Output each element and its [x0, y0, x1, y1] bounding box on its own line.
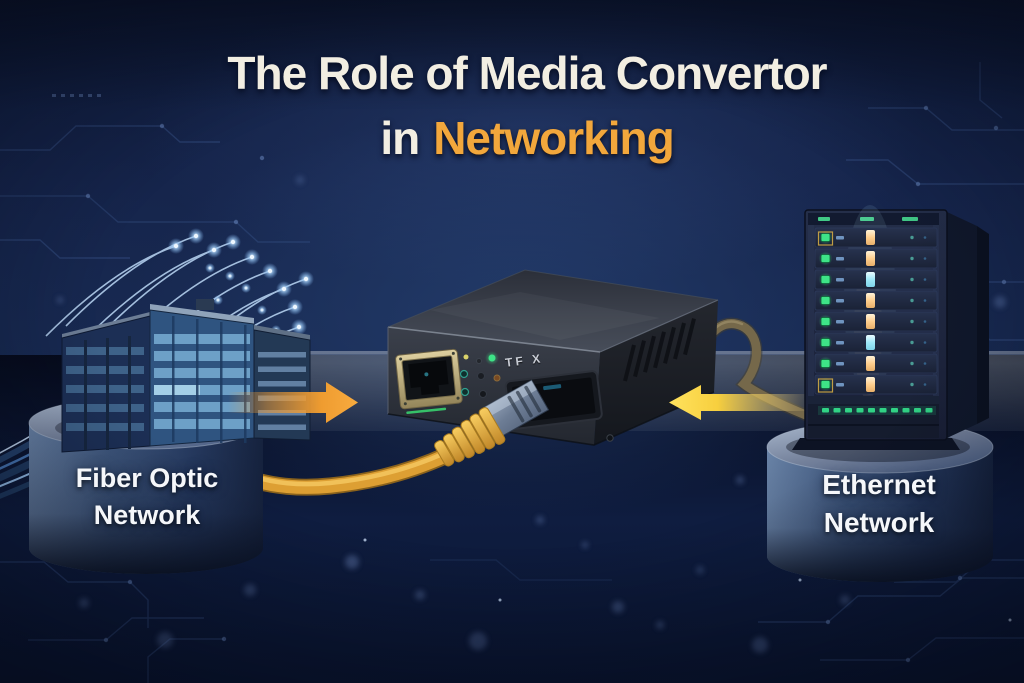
server-rack-illustration [792, 205, 989, 450]
fiber-network-label-line1: Fiber Optic [75, 463, 219, 493]
title-line2-prefix: in [380, 112, 420, 164]
ethernet-network-label-line2: Network [823, 507, 935, 538]
ethernet-network-label-line1: Ethernet [822, 469, 936, 500]
title-line2-highlight: Networking [433, 112, 674, 164]
office-building-illustration [61, 299, 311, 453]
fiber-network-label-line2: Network [93, 500, 201, 530]
title-line1: The Role of Media Convertor [227, 47, 827, 99]
ethernet-network-label: Ethernet Network [763, 466, 995, 542]
screw-hole [606, 434, 614, 442]
yellow-patch-cable [241, 446, 456, 496]
fiber-network-label: Fiber Optic Network [28, 460, 266, 534]
